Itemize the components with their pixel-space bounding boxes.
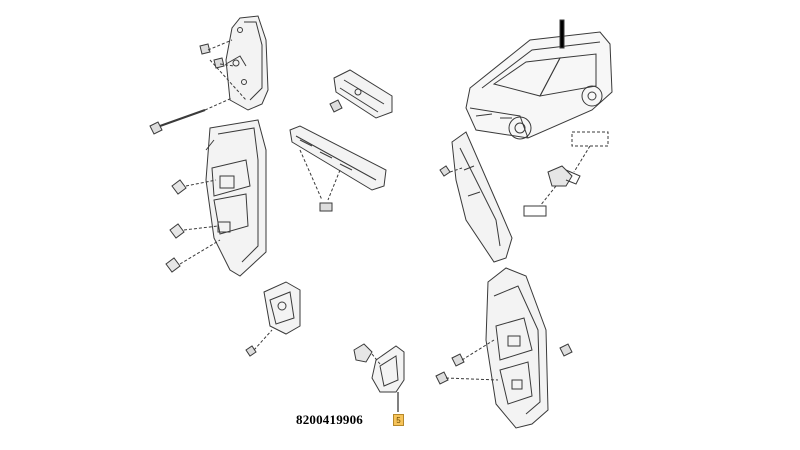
clip-icon — [199, 43, 225, 69]
lamp-holder[interactable] — [371, 345, 405, 393]
leader-line — [204, 97, 233, 111]
part-number-label[interactable]: 8200419906 — [296, 412, 363, 427]
bulb-icon — [353, 343, 373, 363]
bracket-small[interactable] — [333, 69, 393, 119]
leader-line — [371, 353, 381, 365]
clip-icon — [319, 202, 333, 212]
clip-icon — [329, 99, 343, 113]
lamp-bracket[interactable] — [263, 281, 301, 335]
leader-line — [299, 149, 341, 201]
leader-line — [445, 339, 499, 381]
leader-line — [449, 167, 463, 173]
screw-icon — [245, 345, 257, 357]
leader-line — [207, 39, 247, 101]
connector-icon — [523, 205, 547, 217]
screw-icon — [149, 109, 206, 135]
third-brake-lamp[interactable] — [289, 125, 387, 191]
leader-line — [179, 179, 221, 265]
leader-line — [539, 145, 591, 207]
bulb-icon — [165, 179, 187, 273]
screw-icon — [439, 165, 451, 177]
left-rear-lamp[interactable] — [205, 119, 267, 277]
part-badge[interactable]: 5 — [393, 414, 404, 426]
upper-lamp-housing[interactable] — [225, 15, 269, 111]
clip-icon — [559, 343, 573, 357]
van-illustration — [465, 19, 613, 140]
label-box — [571, 131, 609, 147]
leader-line — [253, 329, 273, 351]
right-door-lamp[interactable] — [451, 131, 513, 263]
right-rear-lamp[interactable] — [485, 267, 549, 429]
screw-icon — [435, 353, 465, 385]
bulb-icon[interactable] — [547, 165, 581, 187]
